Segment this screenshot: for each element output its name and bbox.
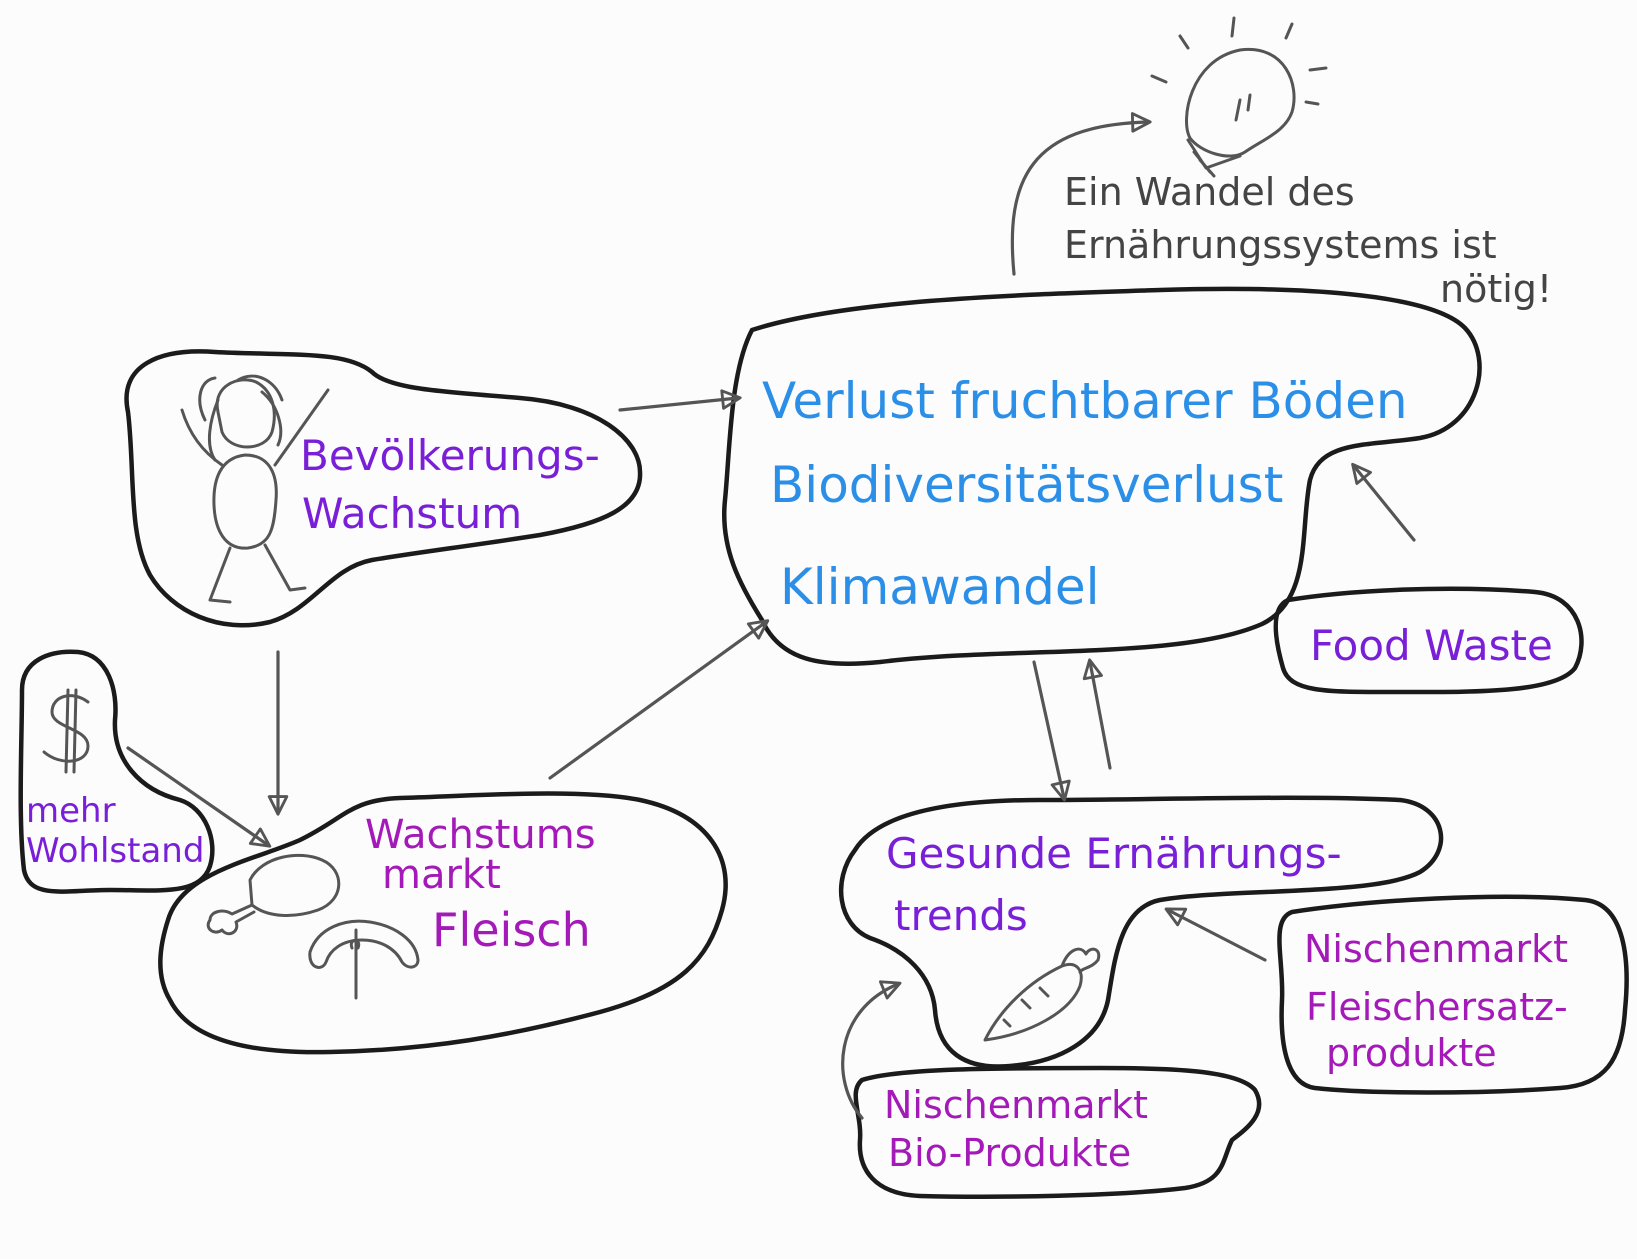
fleisch-label-line2: markt <box>382 852 501 898</box>
bevoelkerung-label-line2: Wachstum <box>302 489 522 538</box>
arrow-gesund-to-verlust <box>1082 658 1112 770</box>
verlust-label-line1: Verlust fruchtbarer Böden <box>762 372 1408 430</box>
nische-fleisch-label-line2: Fleischersatz- <box>1306 985 1568 1029</box>
arrow-foodwaste-to-verlust <box>1351 462 1416 542</box>
wohlstand-blob <box>18 649 215 894</box>
conclusion-line2: Ernährungssystems ist <box>1064 223 1497 267</box>
food-waste-blob <box>1273 586 1584 695</box>
verlust-label-line3: Klimawandel <box>780 558 1100 616</box>
food-waste-label: Food Waste <box>1310 621 1553 670</box>
arrow-bevoelkerung-to-verlust <box>618 389 742 412</box>
arrow-nische-fleisch-to-gesund <box>1164 907 1267 962</box>
verlust-label-line2: Biodiversitätsverlust <box>770 456 1283 514</box>
bevoelkerung-blob <box>124 349 643 628</box>
verlust-blob <box>722 286 1482 666</box>
carrot-icon <box>983 947 1101 1042</box>
conclusion-line1: Ein Wandel des <box>1064 170 1355 214</box>
sausage-icon <box>308 919 420 1000</box>
fleisch-label-line1: Wachstums <box>365 812 596 858</box>
gesund-blob <box>839 795 1444 1069</box>
lightbulb-icon <box>1150 16 1328 178</box>
bevoelkerung-label-line1: Bevölkerungs- <box>300 431 600 480</box>
wohlstand-label-line1: mehr <box>26 791 116 831</box>
arrow-verlust-to-conclusion <box>1010 112 1152 276</box>
nische-fleisch-blob <box>1277 894 1629 1095</box>
gesund-label-line2: trends <box>894 891 1028 940</box>
nische-bio-label-line1: Nischenmarkt <box>884 1083 1148 1127</box>
arrow-verlust-to-gesund <box>1032 660 1071 802</box>
fleisch-label-line3: Fleisch <box>432 903 591 957</box>
fleisch-blob <box>158 791 728 1055</box>
dollar-icon <box>42 688 90 774</box>
arrow-wohlstand-to-fleisch <box>126 746 272 848</box>
drumstick-icon <box>206 853 341 936</box>
arrow-fleisch-to-verlust <box>548 619 770 780</box>
nische-bio-blob <box>853 1065 1262 1199</box>
nische-fleisch-label-line3: produkte <box>1326 1031 1497 1075</box>
conclusion-line3: nötig! <box>1440 267 1552 311</box>
gesund-label-line1: Gesunde Ernährungs- <box>886 829 1342 878</box>
arrow-nische-bio-to-gesund <box>841 980 902 1120</box>
person-arms-raised-icon <box>180 374 330 604</box>
wohlstand-label-line2: Wohlstand <box>26 831 204 871</box>
nische-bio-label-line2: Bio-Produkte <box>888 1131 1131 1175</box>
nische-fleisch-label-line1: Nischenmarkt <box>1304 927 1568 971</box>
